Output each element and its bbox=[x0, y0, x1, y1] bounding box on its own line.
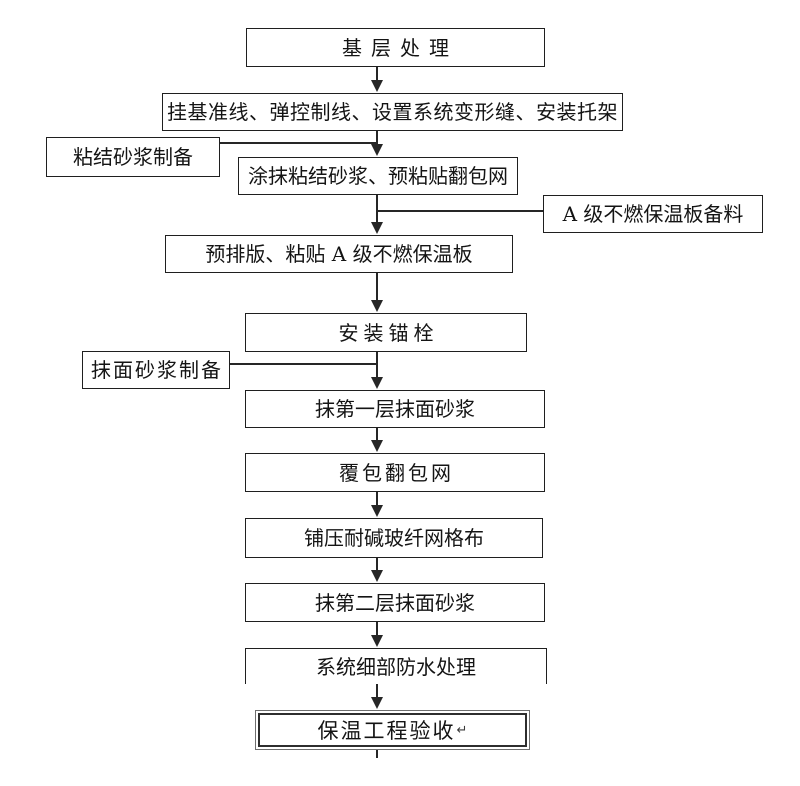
anchor-line-below-acceptance bbox=[376, 750, 378, 758]
node-insulation-acceptance[interactable]: 保温工程验收 ↵ bbox=[255, 710, 530, 750]
flow-line-4[interactable] bbox=[376, 273, 378, 301]
connector-class-a-board[interactable] bbox=[377, 210, 543, 212]
arrow-down-icon bbox=[371, 505, 383, 517]
arrow-down-icon bbox=[371, 300, 383, 312]
flow-line-7[interactable] bbox=[376, 492, 378, 506]
node-base-layer-treatment[interactable]: 基层处理 bbox=[246, 28, 545, 67]
node-install-anchor-bolts[interactable]: 安装锚栓 bbox=[245, 313, 527, 352]
node-label: 保温工程验收 bbox=[317, 719, 456, 743]
node-lay-fiberglass-mesh[interactable]: 铺压耐碱玻纤网格布 bbox=[245, 518, 543, 558]
flow-line-2[interactable] bbox=[376, 130, 378, 145]
node-label: 粘结砂浆制备 bbox=[73, 145, 193, 169]
arrow-down-icon bbox=[371, 80, 383, 92]
node-hang-datum-lines[interactable]: 挂基准线、弹控制线、设置系统变形缝、安装托架 bbox=[162, 93, 623, 131]
node-label: 预排版、粘贴 A 级不燃保温板 bbox=[205, 242, 473, 266]
flow-line-8[interactable] bbox=[376, 557, 378, 571]
arrow-down-icon bbox=[371, 222, 383, 234]
node-detail-waterproofing[interactable]: 系统细部防水处理 bbox=[245, 648, 547, 684]
node-label: 抹面砂浆制备 bbox=[91, 358, 223, 382]
flow-line-6[interactable] bbox=[376, 428, 378, 441]
node-label: 安装锚栓 bbox=[338, 320, 439, 345]
node-surface-mortar-prep[interactable]: 抹面砂浆制备 bbox=[82, 351, 230, 389]
node-label: 覆包翻包网 bbox=[339, 460, 454, 485]
node-bonding-mortar-prep[interactable]: 粘结砂浆制备 bbox=[46, 137, 220, 177]
flow-line-1[interactable] bbox=[376, 67, 378, 81]
flow-line-5[interactable] bbox=[376, 352, 378, 378]
node-insulation-acceptance-inner: 保温工程验收 ↵ bbox=[258, 713, 527, 747]
flow-line-3[interactable] bbox=[376, 195, 378, 223]
connector-surface-mortar-prep[interactable] bbox=[230, 363, 377, 365]
node-label: 挂基准线、弹控制线、设置系统变形缝、安装托架 bbox=[167, 100, 618, 124]
node-cover-wrap-mesh[interactable]: 覆包翻包网 bbox=[245, 453, 545, 492]
paragraph-return-mark: ↵ bbox=[456, 722, 470, 738]
connector-bonding-mortar-prep[interactable] bbox=[220, 142, 377, 144]
node-label: 涂抹粘结砂浆、预粘贴翻包网 bbox=[248, 164, 508, 188]
node-label: 抹第二层抹面砂浆 bbox=[315, 590, 475, 615]
arrow-down-icon bbox=[371, 377, 383, 389]
node-label: 抹第一层抹面砂浆 bbox=[315, 397, 475, 421]
node-class-a-board-material[interactable]: A 级不燃保温板备料 bbox=[543, 195, 763, 233]
node-label: 系统细部防水处理 bbox=[316, 654, 476, 679]
node-second-surface-mortar[interactable]: 抹第二层抹面砂浆 bbox=[245, 583, 545, 622]
node-label: 基层处理 bbox=[342, 35, 458, 60]
arrow-down-icon bbox=[371, 635, 383, 647]
arrow-down-icon bbox=[371, 144, 383, 156]
node-label: A 级不燃保温板备料 bbox=[562, 202, 744, 226]
arrow-down-icon bbox=[371, 440, 383, 452]
node-label: 铺压耐碱玻纤网格布 bbox=[304, 526, 484, 550]
arrow-down-icon bbox=[371, 570, 383, 582]
node-apply-bonding-mortar[interactable]: 涂抹粘结砂浆、预粘贴翻包网 bbox=[238, 157, 518, 195]
node-first-surface-mortar[interactable]: 抹第一层抹面砂浆 bbox=[245, 390, 545, 428]
arrow-down-icon bbox=[371, 697, 383, 709]
flow-line-9[interactable] bbox=[376, 622, 378, 636]
flow-line-10[interactable] bbox=[376, 684, 378, 698]
node-pre-layout-paste-board[interactable]: 预排版、粘贴 A 级不燃保温板 bbox=[165, 235, 513, 273]
